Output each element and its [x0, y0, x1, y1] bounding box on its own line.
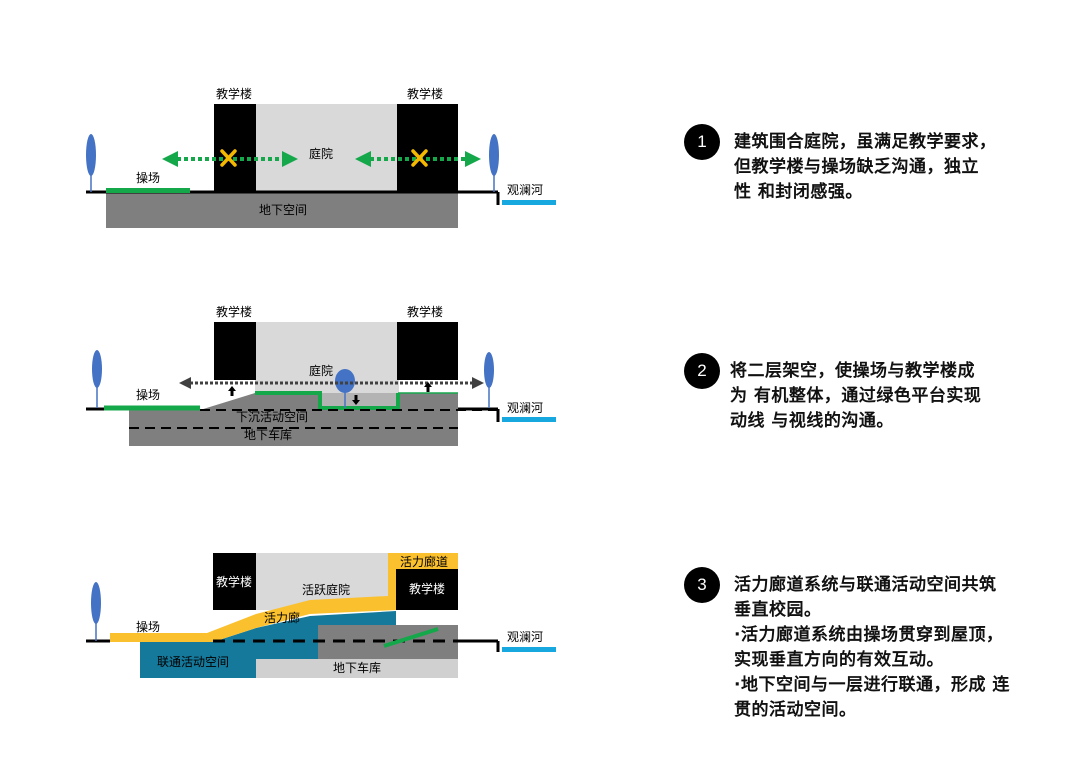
playground-surface [106, 188, 190, 193]
cross-icon [220, 149, 237, 167]
description-line: 为 有机整体，通过绿色平台实现 [730, 386, 982, 406]
building-right [396, 569, 458, 610]
green-platform [255, 391, 400, 410]
building-right-label: 教学楼 [407, 304, 443, 319]
building-left-label: 教学楼 [216, 304, 252, 319]
description-line: 但教学楼与操场缺乏沟通，独立 [734, 157, 979, 177]
garage-label: 地下车库 [333, 660, 381, 675]
river [502, 417, 556, 422]
building-left [213, 553, 256, 610]
description-line: 将二层架空，使操场与教学楼成 [730, 361, 975, 381]
step-number-badge: 1 [684, 124, 720, 160]
corridor-top-label: 活力廊道 [400, 554, 448, 569]
playground-label: 操场 [136, 387, 160, 402]
building-left-label: 教学楼 [216, 86, 252, 101]
river-label: 观澜河 [507, 401, 543, 415]
courtyard-label: 活跃庭院 [302, 582, 350, 597]
panel-2-section: 教学楼 教学楼 庭院 操场 下沉活动空间 地下车库 观澜河 [86, 304, 556, 446]
description-line: 实现垂直方向的有效互动。 [734, 650, 944, 670]
underground-space [106, 193, 458, 228]
vitality-corridor [110, 553, 458, 642]
panel-3-section: 教学楼 教学楼 活跃庭院 活力廊 活力廊道 操场 联通活动空间 地下车库 观澜河 [86, 553, 556, 678]
river [502, 647, 556, 652]
tree-icon [91, 582, 101, 641]
sunken-space-label: 下沉活动空间 [236, 410, 308, 424]
tree-icon [489, 134, 499, 192]
tree-icon [86, 134, 96, 192]
corridor-label: 活力廊 [264, 610, 300, 625]
building-left [214, 322, 256, 380]
description-line: 建筑围合庭院，虽满足教学要求， [734, 132, 997, 152]
river-label: 观澜河 [507, 630, 543, 644]
arrow-up-icon [424, 382, 432, 392]
description-line: 性 和封闭感强。 [734, 182, 863, 202]
courtyard-label: 庭院 [309, 363, 333, 378]
underground-garage-light [256, 658, 458, 678]
building-left-label: 教学楼 [216, 574, 252, 589]
tree-icon [484, 352, 494, 408]
description-line: ·活力廊道系统由操场贯穿到屋顶， [734, 625, 1004, 645]
connected-space-label: 联通活动空间 [157, 655, 229, 669]
building-right [397, 322, 458, 380]
building-left [214, 104, 256, 192]
playground-label: 操场 [136, 619, 160, 634]
description-line: 贯的活动空间。 [734, 700, 857, 720]
panel-1-section: 教学楼 教学楼 庭院 操场 地下空间 观澜河 [86, 86, 556, 228]
step-number-badge: 2 [684, 353, 720, 389]
description-line: 活力廊道系统与联通活动空间共筑 [734, 575, 997, 595]
step-number-badge: 3 [684, 567, 720, 603]
garage-label: 地下车库 [244, 427, 292, 442]
description-text: 活力廊道系统与联通活动空间共筑 垂直校园。 ·活力廊道系统由操场贯穿到屋顶， 实… [734, 573, 1034, 723]
tree-icon [92, 350, 102, 408]
river-label: 观澜河 [507, 183, 543, 197]
playground-label: 操场 [136, 170, 160, 185]
arrow-up-icon [228, 386, 236, 396]
underground-label: 地下空间 [259, 203, 307, 217]
description-line: 垂直校园。 [734, 600, 822, 620]
building-right-label: 教学楼 [407, 86, 443, 101]
courtyard-label: 庭院 [309, 146, 333, 161]
description-text: 将二层架空，使操场与教学楼成 为 有机整体，通过绿色平台实现 动线 与视线的沟通… [730, 359, 1030, 434]
river [502, 200, 556, 205]
courtyard [255, 104, 399, 192]
building-right-label: 教学楼 [409, 581, 445, 596]
arrow-down-icon [352, 395, 360, 405]
description-text: 建筑围合庭院，虽满足教学要求， 但教学楼与操场缺乏沟通，独立 性 和封闭感强。 [734, 130, 1034, 205]
description-line: ·地下空间与一层进行联通，形成 连 [734, 675, 1010, 695]
connected-activity-space [140, 611, 396, 678]
green-ramp [383, 627, 439, 648]
building-right [397, 104, 458, 192]
cross-icon [411, 149, 428, 167]
description-line: 动线 与视线的沟通。 [730, 411, 894, 431]
